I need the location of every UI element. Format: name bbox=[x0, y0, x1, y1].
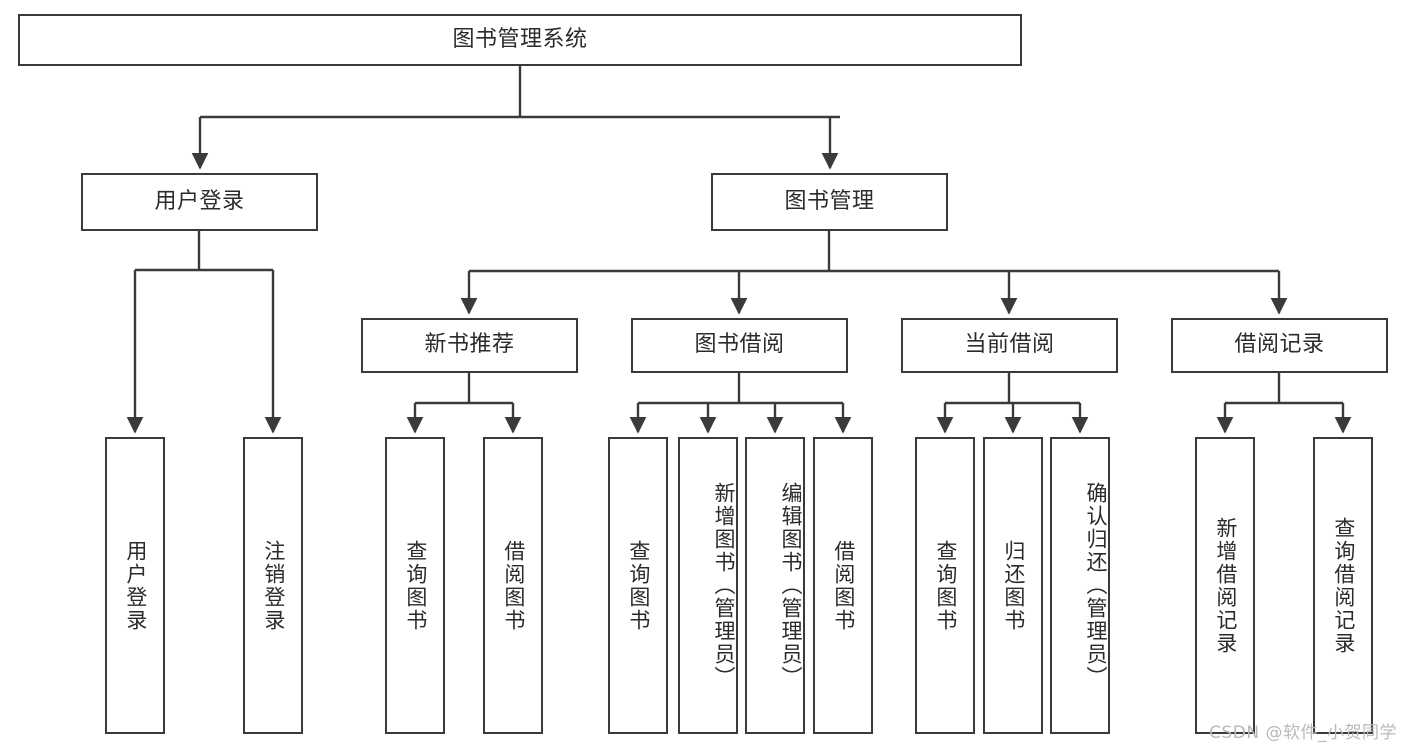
node-label: 借阅图书 bbox=[831, 539, 856, 632]
node-leaf-query-book-borrow[interactable]: 查询图书 bbox=[608, 437, 668, 734]
node-leaf-query-book-new[interactable]: 查询图书 bbox=[385, 437, 445, 734]
node-leaf-confirm-return-admin[interactable]: 确认归还（管理员） bbox=[1050, 437, 1110, 734]
node-label: 编辑图书（管理员） bbox=[779, 482, 803, 689]
node-label: 用户登录 bbox=[154, 188, 245, 214]
node-label: 图书借阅 bbox=[694, 332, 785, 358]
node-label: 确认归还（管理员） bbox=[1084, 482, 1108, 689]
node-label: 查询图书 bbox=[626, 539, 651, 632]
node-leaf-return-book[interactable]: 归还图书 bbox=[983, 437, 1043, 734]
node-leaf-borrow-book-new[interactable]: 借阅图书 bbox=[483, 437, 543, 734]
node-label: 新增图书（管理员） bbox=[712, 482, 736, 689]
node-leaf-user-login[interactable]: 用户登录 bbox=[105, 437, 165, 734]
node-label: 新增借阅记录 bbox=[1213, 516, 1238, 655]
node-label: 图书管理 bbox=[784, 188, 875, 214]
node-leaf-query-borrow-record[interactable]: 查询借阅记录 bbox=[1313, 437, 1373, 734]
node-label: 归还图书 bbox=[1001, 539, 1026, 632]
node-book-borrowing[interactable]: 图书借阅 bbox=[631, 318, 848, 373]
node-label: 借阅图书 bbox=[501, 539, 526, 632]
node-label: 图书管理系统 bbox=[452, 26, 588, 52]
node-leaf-add-book-admin[interactable]: 新增图书（管理员） bbox=[678, 437, 738, 734]
node-leaf-logout[interactable]: 注销登录 bbox=[243, 437, 303, 734]
node-label: 借阅记录 bbox=[1234, 332, 1325, 358]
node-label: 查询图书 bbox=[933, 539, 958, 632]
node-borrowing-records[interactable]: 借阅记录 bbox=[1171, 318, 1388, 373]
node-label: 当前借阅 bbox=[964, 332, 1055, 358]
node-current-borrowing[interactable]: 当前借阅 bbox=[901, 318, 1118, 373]
node-leaf-edit-book-admin[interactable]: 编辑图书（管理员） bbox=[745, 437, 805, 734]
node-root-book-management-system[interactable]: 图书管理系统 bbox=[18, 14, 1022, 66]
node-label: 用户登录 bbox=[123, 539, 148, 632]
node-label: 查询图书 bbox=[403, 539, 428, 632]
node-book-management[interactable]: 图书管理 bbox=[711, 173, 948, 231]
node-label: 注销登录 bbox=[261, 539, 286, 632]
node-label: 新书推荐 bbox=[424, 332, 515, 358]
node-leaf-add-borrow-record[interactable]: 新增借阅记录 bbox=[1195, 437, 1255, 734]
node-label: 查询借阅记录 bbox=[1331, 516, 1356, 655]
node-leaf-borrow-book[interactable]: 借阅图书 bbox=[813, 437, 873, 734]
node-user-login[interactable]: 用户登录 bbox=[81, 173, 318, 231]
node-leaf-query-book-current[interactable]: 查询图书 bbox=[915, 437, 975, 734]
node-new-book-recommendation[interactable]: 新书推荐 bbox=[361, 318, 578, 373]
